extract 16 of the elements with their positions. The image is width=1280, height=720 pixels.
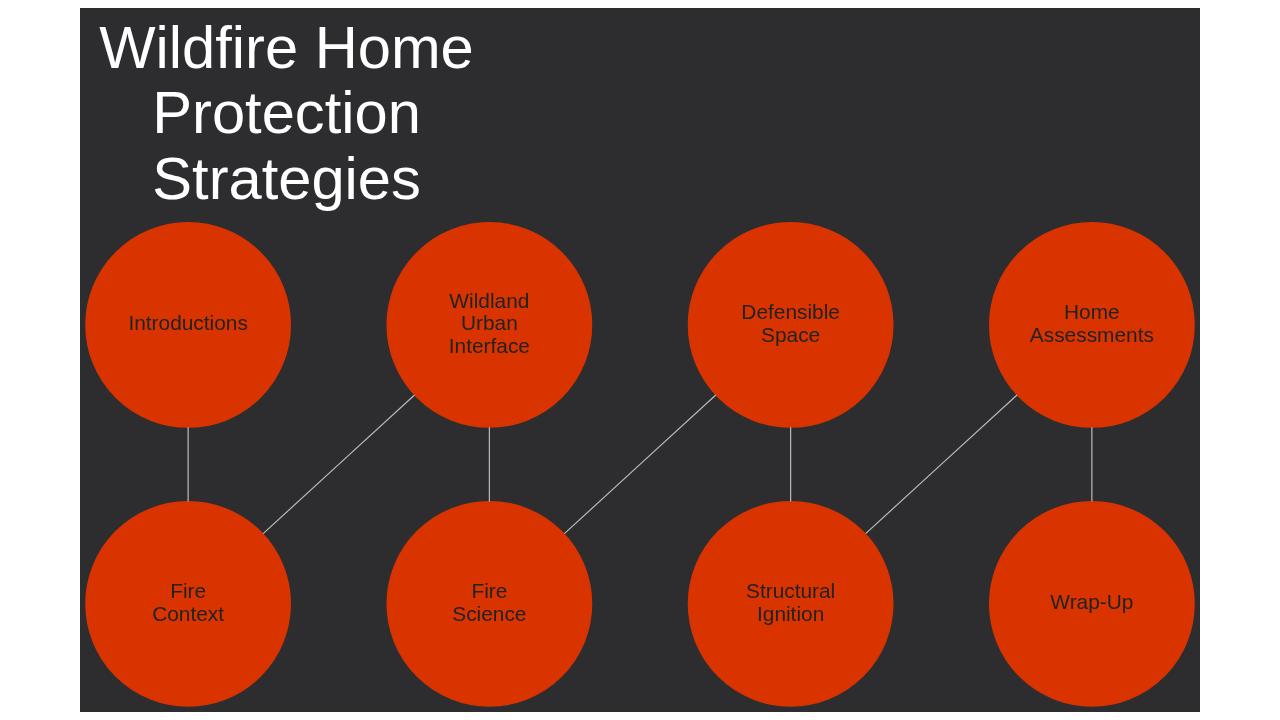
connector: [187, 426, 189, 502]
node-circle: Structural Ignition: [687, 500, 894, 707]
node-circle: Wildland Urban Interface: [386, 222, 593, 428]
connector: [865, 394, 1018, 535]
diagram-title: Wildfire Home Protection Strategies: [99, 13, 474, 212]
node-circle: Fire Context: [85, 500, 292, 707]
node-circle: Introductions: [85, 222, 292, 428]
node-circle: Fire Science: [386, 500, 593, 707]
connector: [1091, 426, 1093, 502]
node-circle: Wrap-Up: [988, 500, 1195, 707]
connector: [563, 394, 717, 535]
connector: [488, 426, 490, 502]
node-circle: Defensible Space: [687, 222, 894, 428]
connector: [262, 394, 416, 535]
connector: [790, 426, 792, 502]
node-circle: Home Assessments: [988, 222, 1195, 428]
